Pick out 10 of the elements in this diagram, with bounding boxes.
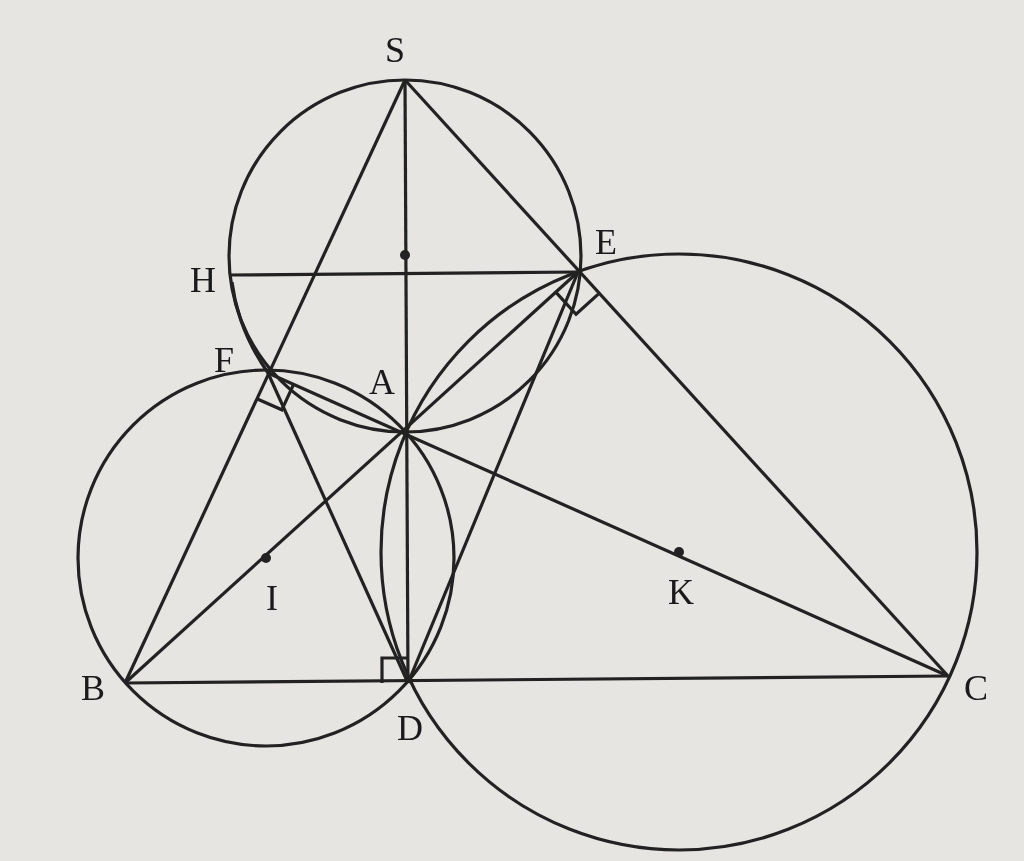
point-label: K bbox=[668, 574, 694, 610]
point-label: F bbox=[214, 342, 234, 378]
point-label: D bbox=[397, 710, 423, 746]
point-label: A bbox=[369, 364, 395, 400]
point-label: H bbox=[190, 262, 216, 298]
point-label: S bbox=[385, 32, 405, 68]
point-label: B bbox=[81, 670, 105, 706]
point-label: E bbox=[595, 224, 617, 260]
point-label: C bbox=[964, 670, 988, 706]
point-label: I bbox=[266, 580, 278, 616]
